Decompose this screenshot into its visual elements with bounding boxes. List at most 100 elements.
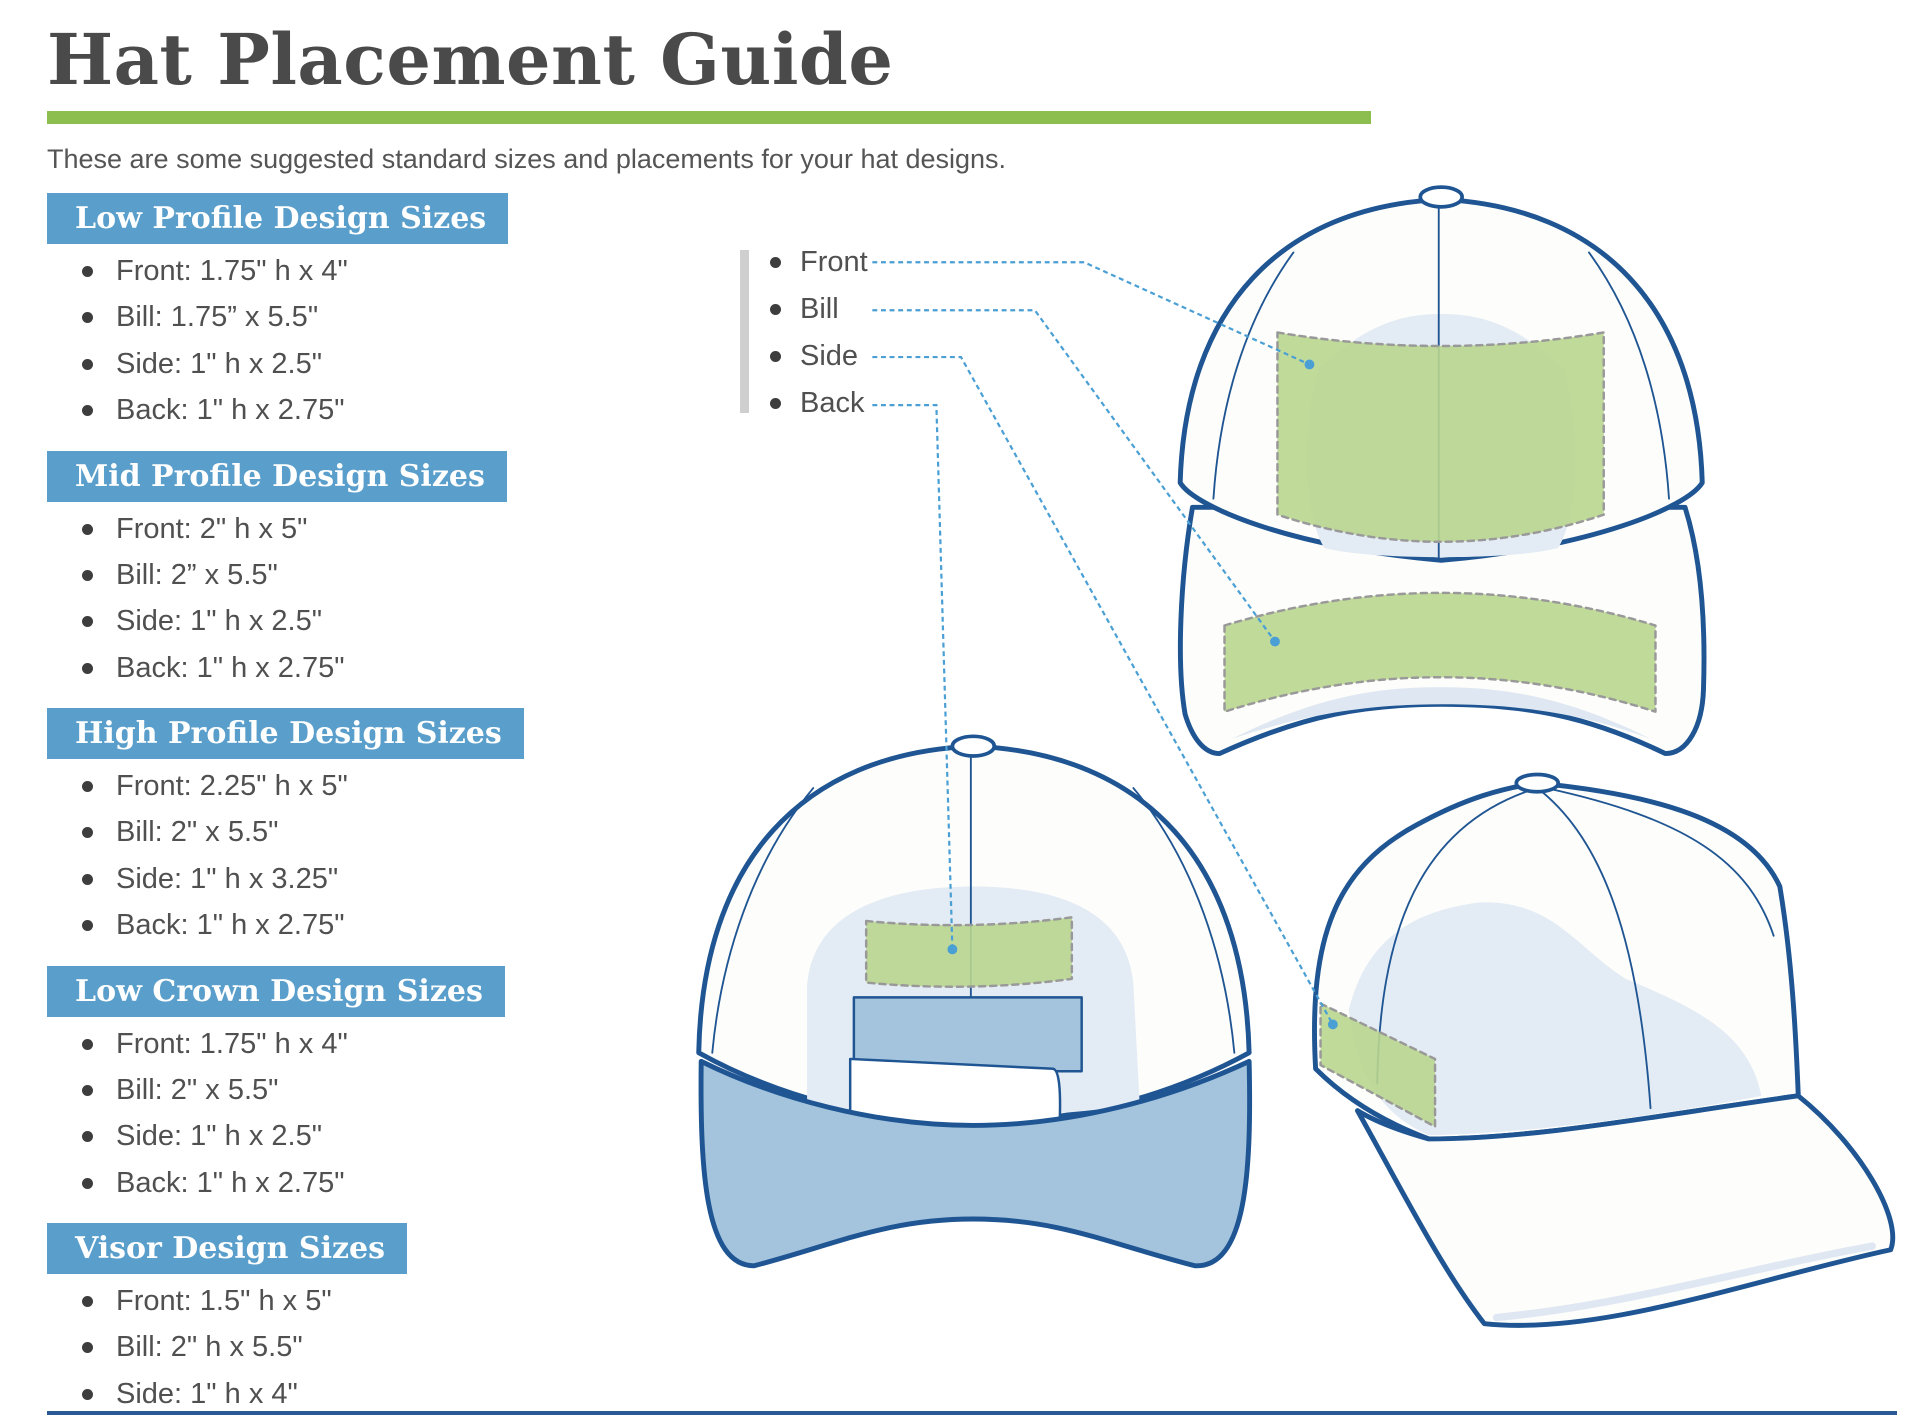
bullet-icon	[82, 1131, 93, 1143]
title-underline	[47, 111, 1371, 124]
size-item: Side: 1" h x 4"	[47, 1371, 407, 1417]
size-item: Bill: 2” x 5.5"	[47, 552, 507, 598]
leader-dot-side	[1327, 1019, 1338, 1030]
size-item-text: Front: 2" h x 5"	[116, 512, 308, 545]
legend-side: Side	[770, 336, 858, 376]
legend-divider	[740, 250, 749, 413]
side-view-hat	[1312, 772, 1896, 1328]
size-item: Bill: 2" x 5.5"	[47, 1067, 505, 1113]
leader-line-bill	[872, 309, 1276, 643]
bullet-icon	[82, 1296, 93, 1307]
bullet-icon	[82, 312, 93, 324]
size-item: Front: 1.5" h x 5"	[47, 1278, 407, 1324]
legend-label: Back	[800, 387, 865, 419]
legend-back: Back	[770, 383, 864, 423]
size-item: Bill: 1.75” x 5.5"	[47, 294, 508, 340]
back-hat-bill-underside	[698, 1058, 1253, 1269]
size-item-text: Side: 1" h x 4"	[116, 1377, 298, 1410]
size-list: Front: 1.5" h x 5" Bill: 2" h x 5.5" Side:…	[47, 1278, 407, 1417]
subtitle: These are some suggested standard sizes …	[47, 144, 1007, 174]
size-item-text: Bill: 2" x 5.5"	[116, 816, 279, 849]
size-item-text: Back: 1" h x 2.75"	[116, 909, 345, 942]
bullet-icon	[82, 523, 93, 535]
section-heading: Visor Design Sizes	[47, 1223, 407, 1274]
size-item: Side: 1" h x 2.5"	[47, 1113, 505, 1159]
size-list: Front: 2.25" h x 5" Bill: 2" x 5.5" Side: …	[47, 763, 524, 949]
legend-label: Front	[800, 246, 868, 278]
leader-dot-back	[947, 944, 958, 955]
size-list: Front: 1.75" h x 4"Bill: 2" x 5.5"Side: …	[47, 1021, 505, 1207]
leader-dot-front	[1304, 359, 1315, 370]
front-view-hat	[1177, 185, 1707, 757]
size-item-text: Front: 1.5" h x 5"	[116, 1285, 332, 1317]
bullet-icon	[82, 405, 93, 417]
bullet-icon	[82, 266, 93, 277]
size-item: Back: 1" h x 2.75"	[47, 902, 524, 948]
bullet-icon	[770, 304, 781, 315]
size-item: Back: 1" h x 2.75"	[47, 387, 508, 433]
bullet-icon	[82, 616, 93, 628]
leader-dot-bill	[1270, 636, 1280, 647]
section-heading: Low Profile Design Sizes	[47, 193, 509, 244]
section-heading: High Profile Design Sizes	[47, 708, 524, 759]
bullet-icon	[82, 569, 93, 581]
bullet-icon	[82, 827, 93, 839]
section-heading: Mid Profile Design Sizes	[47, 450, 507, 502]
back-hat-button	[950, 734, 997, 758]
bullet-icon	[82, 1388, 93, 1400]
leader-line-back	[872, 403, 954, 950]
size-item-text: Back: 1" h x 2.75"	[116, 394, 345, 427]
bullet-icon	[82, 781, 93, 792]
legend-front: Front	[770, 242, 868, 282]
size-item: Bill: 2" x 5.5"	[47, 809, 524, 855]
size-item-text: Front: 1.75" h x 4"	[116, 255, 348, 287]
size-item: Back: 1" h x 2.75"	[47, 645, 507, 691]
side-hat-button	[1514, 772, 1561, 794]
bill-placement-area	[1223, 591, 1657, 713]
size-item-text: Bill: 2" h x 5.5"	[116, 1331, 303, 1364]
side-hat-shade	[1348, 902, 1762, 1136]
size-item: Front: 1.75" h x 4"	[47, 248, 508, 294]
size-item-text: Side: 1" h x 2.5"	[116, 605, 322, 638]
side-placement-area	[1319, 1002, 1437, 1128]
size-list: Front: 1.75" h x 4" Bill: 1.75” x 5.5" Sid…	[47, 248, 508, 434]
size-item-text: Bill: 1.75” x 5.5"	[116, 301, 319, 334]
bullet-icon	[82, 1038, 93, 1050]
size-item-text: Side: 1" h x 2.5"	[116, 347, 322, 380]
back-placement-area	[864, 916, 1074, 988]
legend-label: Side	[800, 340, 859, 372]
legend-label: Bill	[800, 293, 839, 325]
bullet-icon	[82, 1177, 93, 1189]
size-item-text: Bill: 2" x 5.5"	[116, 1073, 279, 1106]
front-hat-button	[1418, 185, 1464, 209]
bullet-icon	[82, 1084, 93, 1096]
size-item: Bill: 2" h x 5.5"	[47, 1324, 407, 1370]
size-item: Side: 1" h x 2.5"	[47, 341, 508, 387]
bullet-icon	[82, 358, 93, 370]
bullet-icon	[82, 1342, 93, 1354]
size-item-text: Back: 1" h x 2.75"	[116, 651, 345, 684]
front-hat-bill-shadow	[1231, 687, 1651, 739]
size-item: Side: 1" h x 2.5"	[47, 598, 507, 644]
size-list: Front: 2" h x 5" Bill: 2” x 5.5" Side: 1" …	[47, 506, 507, 692]
back-view-hat	[696, 734, 1253, 1269]
bottom-rule	[47, 1411, 1897, 1415]
bullet-icon	[770, 257, 781, 268]
bullet-icon	[82, 662, 93, 674]
size-item: Front: 2" h x 5"	[47, 506, 507, 552]
size-item: Front: 2.25" h x 5"	[47, 763, 524, 809]
back-hat-strap	[852, 996, 1083, 1073]
size-item-text: Front: 2.25" h x 5"	[116, 770, 348, 802]
bullet-icon	[770, 398, 781, 409]
size-item-text: Back: 1" h x 2.75"	[116, 1166, 345, 1199]
bullet-icon	[82, 920, 93, 932]
size-item-text: Side: 1" h x 3.25"	[116, 862, 339, 895]
section-heading: Low Crown Design Sizes	[47, 965, 505, 1017]
page-title: Hat Placement Guide	[47, 18, 894, 101]
